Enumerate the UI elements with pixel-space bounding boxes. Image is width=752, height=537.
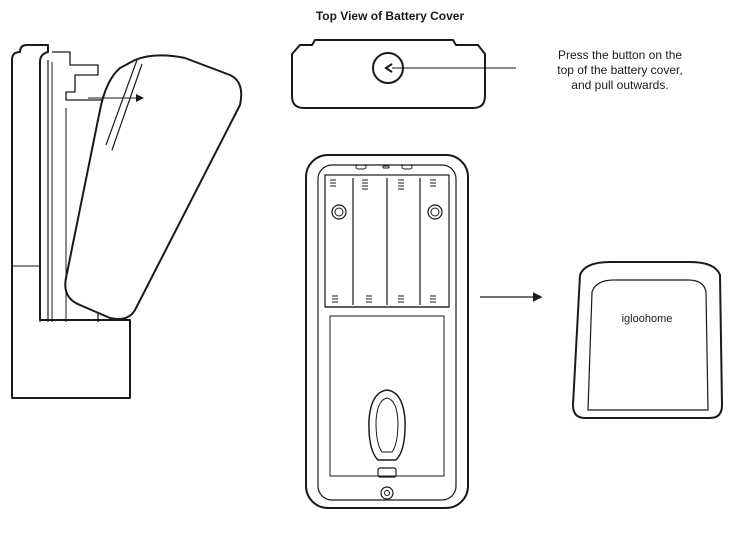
instruction-line-1: Press the button on the <box>557 48 683 62</box>
top-view-battery-cover <box>291 39 486 109</box>
side-view-battery-cover-opening <box>64 54 243 320</box>
screw-right-icon <box>427 204 443 220</box>
bottom-screw-icon <box>380 486 394 500</box>
diagram-title: Top View of Battery Cover <box>315 9 465 23</box>
screw-left-icon <box>331 204 347 220</box>
instruction-text: Press the button on the top of the batte… <box>522 48 718 93</box>
side-view-lock <box>11 44 243 399</box>
instruction-line-3: and pull outwards. <box>571 78 669 92</box>
thumb-turn <box>368 389 406 461</box>
lock-interior-front <box>305 154 469 509</box>
instruction-line-2: top of the battery cover, <box>557 63 683 77</box>
side-view-body <box>11 44 131 399</box>
removed-battery-cover <box>571 261 724 419</box>
brand-logo: igloohome <box>622 313 673 325</box>
